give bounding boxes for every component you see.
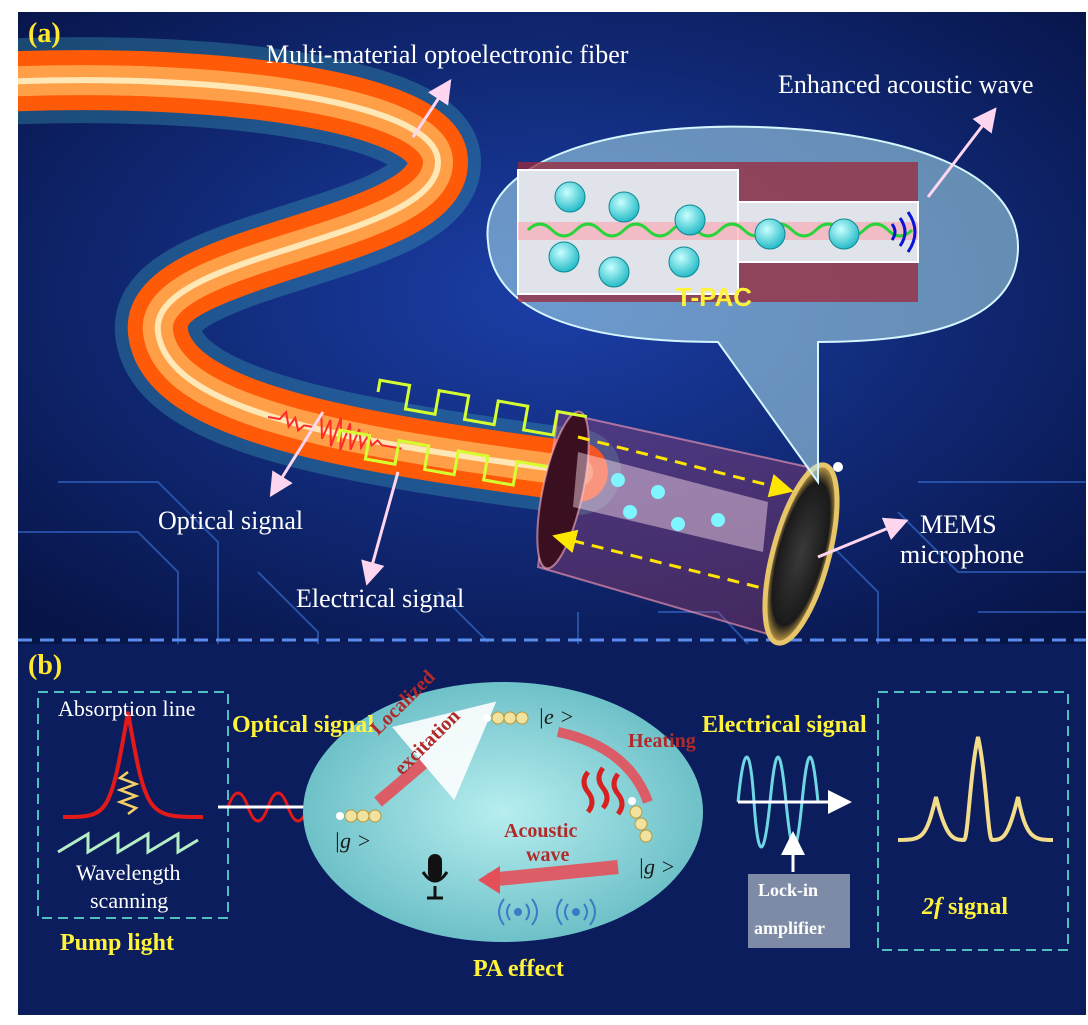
- tpac-label: T-PAC: [676, 282, 753, 312]
- electrical-signal-b-label: Electrical signal: [702, 712, 867, 738]
- optical-signal-label: Optical signal: [158, 506, 304, 535]
- mems-callout-arrow: [817, 517, 909, 559]
- wavelength-label-1: Wavelength: [76, 860, 181, 885]
- fiber-callout-arrow: [411, 78, 452, 138]
- localized-excitation-arrow: [374, 701, 497, 807]
- heat-wave-1: [581, 770, 595, 814]
- electrical-signal-label: Electrical signal: [296, 584, 465, 613]
- acoustic-arrowhead: [478, 866, 500, 894]
- lockin-amplifier-box: [748, 874, 850, 948]
- enhanced-callout-arrow: [926, 107, 997, 198]
- spark-glint: [833, 462, 843, 472]
- wavelength-label-2: scanning: [90, 888, 169, 913]
- lockin-label-1: Lock-in: [758, 880, 819, 900]
- sound-wave-icon: [498, 898, 596, 926]
- 2f-italic: 2f: [922, 894, 942, 920]
- figure-frame: (a) Multi-material optoelectronic fiber …: [18, 12, 1086, 1015]
- microphone-icon: [421, 854, 449, 900]
- 2f-signal-label: 2f signal: [922, 894, 1008, 921]
- electrical-signal-wave-top: [376, 378, 588, 437]
- acoustic-label-1: Acoustic: [504, 820, 578, 842]
- circuit-pattern: [18, 481, 1086, 645]
- panel-a-label: (a): [28, 18, 61, 49]
- figure-graphics: [18, 12, 1086, 1015]
- absorption-line-label: Absorption line: [58, 696, 196, 721]
- wavelength-sawtooth: [57, 831, 199, 855]
- 2f-rest: signal: [942, 894, 1009, 920]
- heat-wave-2: [596, 766, 610, 810]
- 2f-signal-curve: [897, 736, 1054, 843]
- glass-tube: [536, 410, 810, 639]
- absorption-zigzag: [116, 771, 140, 815]
- electrical-signal-b-wave: [736, 755, 820, 849]
- state-g-left-label: |g >: [334, 828, 372, 853]
- lockin-label-2: amplifier: [754, 918, 825, 938]
- acoustic-wave-arrow: [487, 860, 619, 887]
- state-g-right-label: |g >: [638, 854, 676, 879]
- heating-arrow: [556, 727, 653, 804]
- panel-b-label: (b): [28, 650, 63, 681]
- sound-wave-icon: [890, 211, 917, 253]
- mems-label-2: microphone: [900, 540, 1025, 569]
- pa-effect-label: PA effect: [473, 956, 564, 982]
- enhanced-acoustic-label: Enhanced acoustic wave: [778, 70, 1034, 99]
- electrical-signal-wave-bottom: [336, 428, 548, 487]
- mems-disc: [762, 462, 840, 646]
- heating-label: Heating: [628, 730, 696, 752]
- heat-wave-3: [611, 772, 625, 816]
- molecule-balls: [548, 181, 860, 288]
- zoom-bubble: [486, 125, 1020, 486]
- optical-signal-b-label: Optical signal: [232, 712, 375, 738]
- absorption-line-curve: [62, 711, 204, 819]
- acoustic-label-2: wave: [526, 844, 570, 866]
- mems-label-1: MEMS: [920, 510, 997, 539]
- optoelectronic-fiber: [18, 37, 621, 515]
- state-e-label: |e >: [538, 704, 575, 729]
- optical-callout-arrow: [269, 411, 325, 498]
- fiber-label: Multi-material optoelectronic fiber: [266, 40, 629, 69]
- electrical-callout-arrow: [361, 471, 400, 586]
- pump-light-label: Pump light: [60, 930, 175, 956]
